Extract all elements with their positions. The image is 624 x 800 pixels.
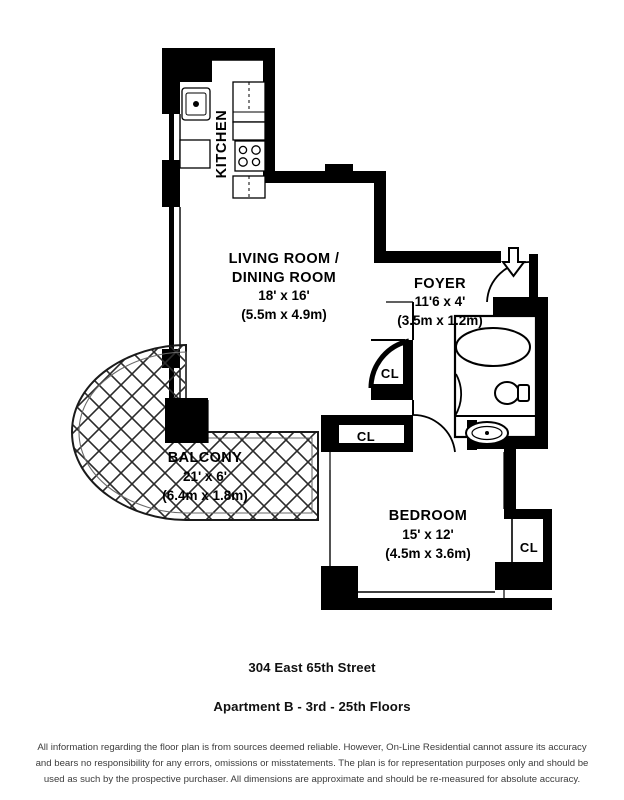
foyer-dim-imperial: 11'6 x 4': [415, 294, 466, 309]
bedroom-label: BEDROOM: [389, 508, 468, 524]
kitchen-refrigerator-icon: [179, 139, 211, 169]
wall-west-kitchen-upper: [162, 82, 180, 114]
wall-closet-foyer-right: [404, 340, 413, 388]
door-closet-foyer-swing: [368, 338, 410, 389]
wall-kitchen-top-left: [162, 48, 212, 82]
floor-plan-drawing: KITCHEN LIVING ROOM / DINING ROOM 18' x …: [70, 48, 552, 610]
outline-closet-hall: [329, 423, 406, 445]
balcony-rail-inner: [78, 351, 313, 514]
room-labels-layer: KITCHEN LIVING ROOM / DINING ROOM 18' x …: [162, 110, 538, 561]
outline-closet-foyer: [371, 339, 405, 389]
door-bedroom-swing: [412, 414, 456, 453]
wall-lr-top: [263, 171, 325, 183]
closet-foyer-label: CL: [381, 366, 399, 381]
living-dining-label-line1: LIVING ROOM /: [229, 251, 340, 267]
wall-bedroom-left-lower: [321, 566, 358, 610]
disclaimer-line-3: used as such by the prospective purchase…: [43, 773, 581, 785]
living-dining-label-line2: DINING ROOM: [232, 270, 336, 286]
wall-bath-top: [493, 297, 548, 316]
wall-foyer-top: [374, 251, 501, 263]
door-bathroom-swing: [454, 373, 463, 417]
kitchen-range-icon: [234, 140, 266, 172]
wall-window-lr: [169, 207, 174, 349]
wall-window-kitchen: [169, 114, 174, 160]
address-street: 304 East 65th Street: [248, 660, 376, 675]
wall-bedroom-bottom: [321, 598, 552, 610]
outline-closet-bedroom: [511, 517, 546, 565]
foyer-dim-metric: (3.5m x 1.2m): [397, 313, 483, 328]
disclaimer-line-2: and bears no responsibility for any erro…: [35, 757, 589, 769]
bedroom-dim-imperial: 15' x 12': [402, 527, 453, 542]
balcony-label: BALCONY: [168, 450, 243, 466]
balcony-dim-metric: (6.4m x 1.8m): [162, 488, 248, 503]
kitchen-label: KITCHEN: [214, 110, 230, 179]
wall-lr-top-step: [325, 164, 353, 183]
bath-toilet-icon: [494, 381, 530, 405]
wall-hall-closet-bottom: [321, 443, 413, 452]
wall-bedroom-closet-right: [543, 509, 552, 571]
living-dining-dim-imperial: 18' x 16': [258, 288, 309, 303]
wall-hall-closet-right: [404, 415, 413, 452]
wall-hall-closet-top: [321, 415, 413, 425]
bathroom-fixtures: [455, 327, 531, 445]
wall-bedroom-right-upper: [504, 449, 516, 509]
wall-bath-right: [536, 297, 548, 449]
doors-layer: [207, 261, 530, 453]
disclaimer-line-1: All information regarding the floor plan…: [37, 742, 587, 753]
bedroom-dim-metric: (4.5m x 3.6m): [385, 546, 471, 561]
kitchen-counter-mid-icon: [232, 121, 266, 141]
wall-entry-jamb: [529, 254, 538, 302]
bath-tub-icon: [455, 327, 531, 367]
kitchen-sink-icon: [181, 87, 211, 121]
living-dining-dim-metric: (5.5m x 4.9m): [241, 307, 327, 322]
bath-sink-icon: [465, 421, 509, 445]
wall-balcony-access-block: [165, 398, 208, 443]
wall-lr-foyer-divider: [374, 171, 386, 263]
wall-west-lr-upper: [162, 191, 180, 207]
kitchen-fixtures: [179, 81, 266, 199]
wall-kitchen-right: [263, 48, 275, 183]
wall-bedroom-closet-top: [504, 509, 552, 519]
plan-footer: 304 East 65th Street Apartment B - 3rd -…: [0, 640, 624, 787]
closet-bedroom-label: CL: [520, 540, 538, 555]
disclaimer-text: All information regarding the floor plan…: [0, 740, 624, 787]
closet-hall-label: CL: [357, 429, 375, 444]
wall-kitchen-top-right: [212, 48, 275, 60]
balcony-dim-imperial: 21' x 6': [183, 469, 227, 484]
foyer-label: FOYER: [414, 276, 466, 292]
entry-direction-arrow: [501, 247, 526, 278]
windows-layer: [171, 116, 495, 593]
address-apartment: Apartment B - 3rd - 25th Floors: [213, 699, 411, 714]
